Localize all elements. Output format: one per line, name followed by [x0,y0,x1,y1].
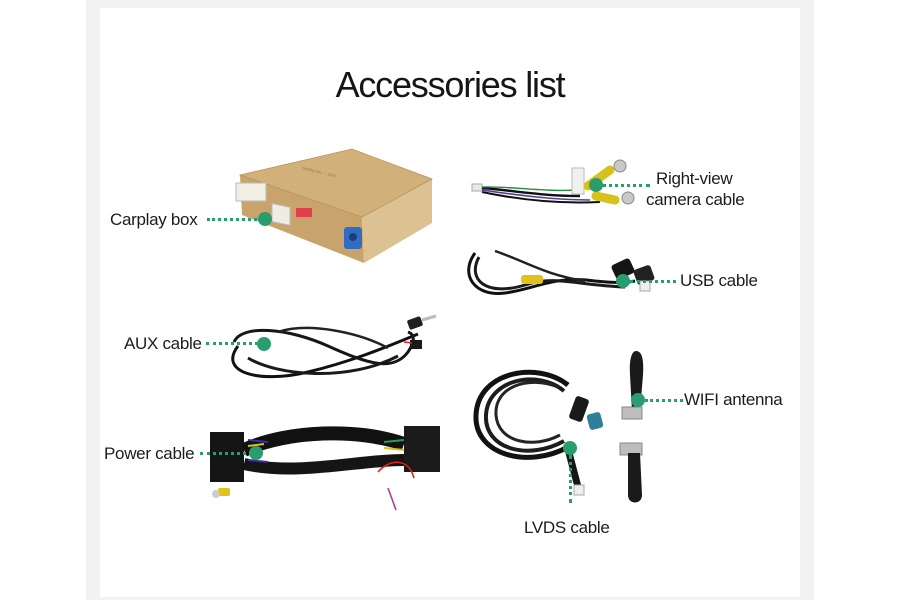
wifi-antenna-image [619,351,644,503]
lvds-cable-label: LVDS cable [524,518,610,537]
lvds-cable-leader [569,455,572,503]
aux-cable-marker [257,337,271,351]
carplay-box-marker [258,212,272,226]
right-view-camera-cable-label-line2: camera cable [646,190,745,209]
lvds-cable-image [473,369,604,496]
usb-cable-label: USB cable [680,271,758,290]
content-panel [100,8,800,597]
usb-cable-marker [616,274,630,288]
right-view-camera-cable-label-line1: Right-view [656,169,733,188]
power-cable-image [210,426,440,511]
carplay-box-image: carplay box — MMI [235,148,433,263]
right-view-camera-cable-image [471,159,635,205]
wifi-antenna-leader [645,399,683,402]
wifi-antenna-marker [631,393,645,407]
carplay-box-leader [207,218,263,221]
power-cable-marker [249,446,263,460]
right-view-camera-cable-leader [602,184,650,187]
aux-cable-leader [206,342,258,345]
power-cable-leader [200,452,252,455]
usb-cable-image [467,249,655,295]
wifi-antenna-label: WIFI antenna [684,390,783,409]
power-cable-label: Power cable [104,444,195,463]
lvds-cable-marker [563,441,577,455]
right-view-camera-cable-marker [589,178,603,192]
page-title: Accessories list [335,64,566,106]
usb-cable-leader [630,280,676,283]
carplay-box-label: Carplay box [110,210,198,229]
aux-cable-label: AUX cable [124,334,202,353]
aux-cable-image [231,314,437,379]
